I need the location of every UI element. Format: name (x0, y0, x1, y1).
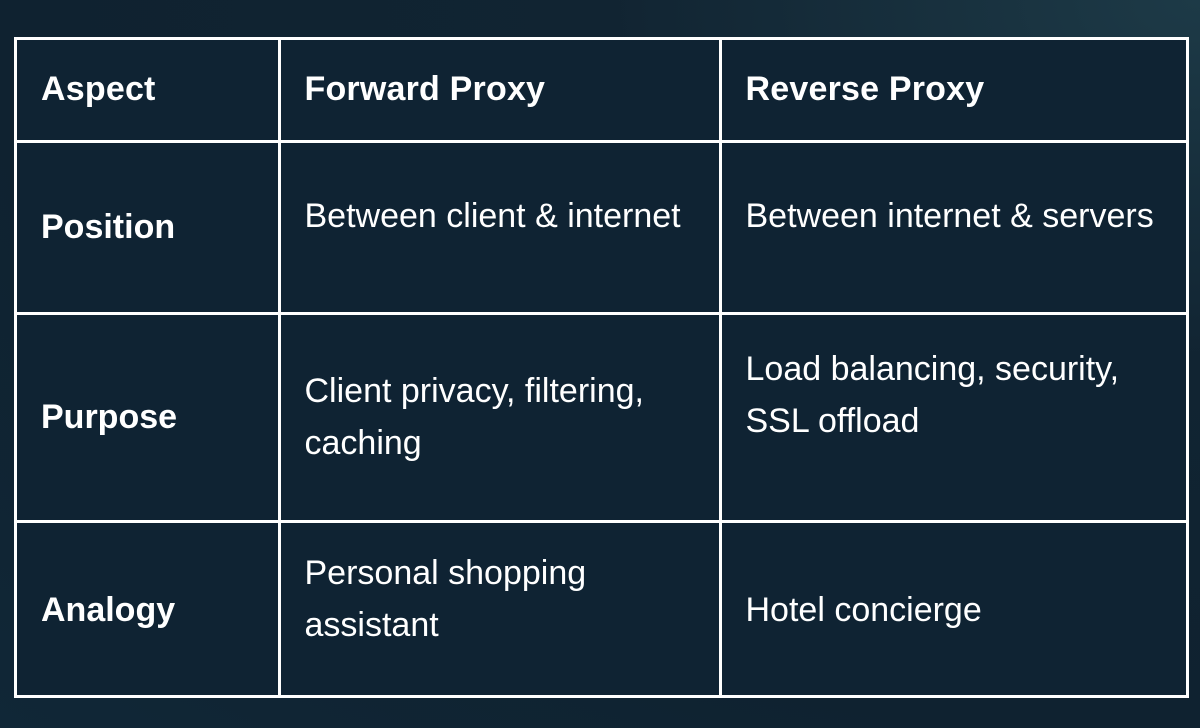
row-label-purpose: Purpose (17, 311, 281, 523)
cell-reverse-analogy: Hotel concierge (718, 519, 1186, 698)
cell-forward-analogy: Personal shopping assistant (277, 519, 722, 698)
cell-forward-purpose: Client privacy, filtering, caching (277, 311, 722, 523)
comparison-table-container: Aspect Forward Proxy Reverse Proxy Posit… (14, 37, 1189, 698)
table-row-purpose: Purpose Client privacy, filtering, cachi… (17, 311, 1186, 523)
proxy-comparison-table: Aspect Forward Proxy Reverse Proxy Posit… (17, 40, 1186, 698)
row-label-analogy: Analogy (17, 519, 281, 698)
table-row-position: Position Between client & internet Betwe… (17, 139, 1186, 315)
header-aspect: Aspect (17, 40, 281, 143)
table-header-row: Aspect Forward Proxy Reverse Proxy (17, 40, 1186, 143)
row-label-position: Position (17, 139, 281, 315)
cell-reverse-purpose: Load balancing, security, SSL offload (718, 311, 1186, 523)
cell-reverse-position: Between internet & servers (718, 139, 1186, 315)
table-row-analogy: Analogy Personal shopping assistant Hote… (17, 519, 1186, 698)
header-reverse-proxy: Reverse Proxy (718, 40, 1186, 143)
header-forward-proxy: Forward Proxy (277, 40, 722, 143)
cell-forward-position: Between client & internet (277, 139, 722, 315)
